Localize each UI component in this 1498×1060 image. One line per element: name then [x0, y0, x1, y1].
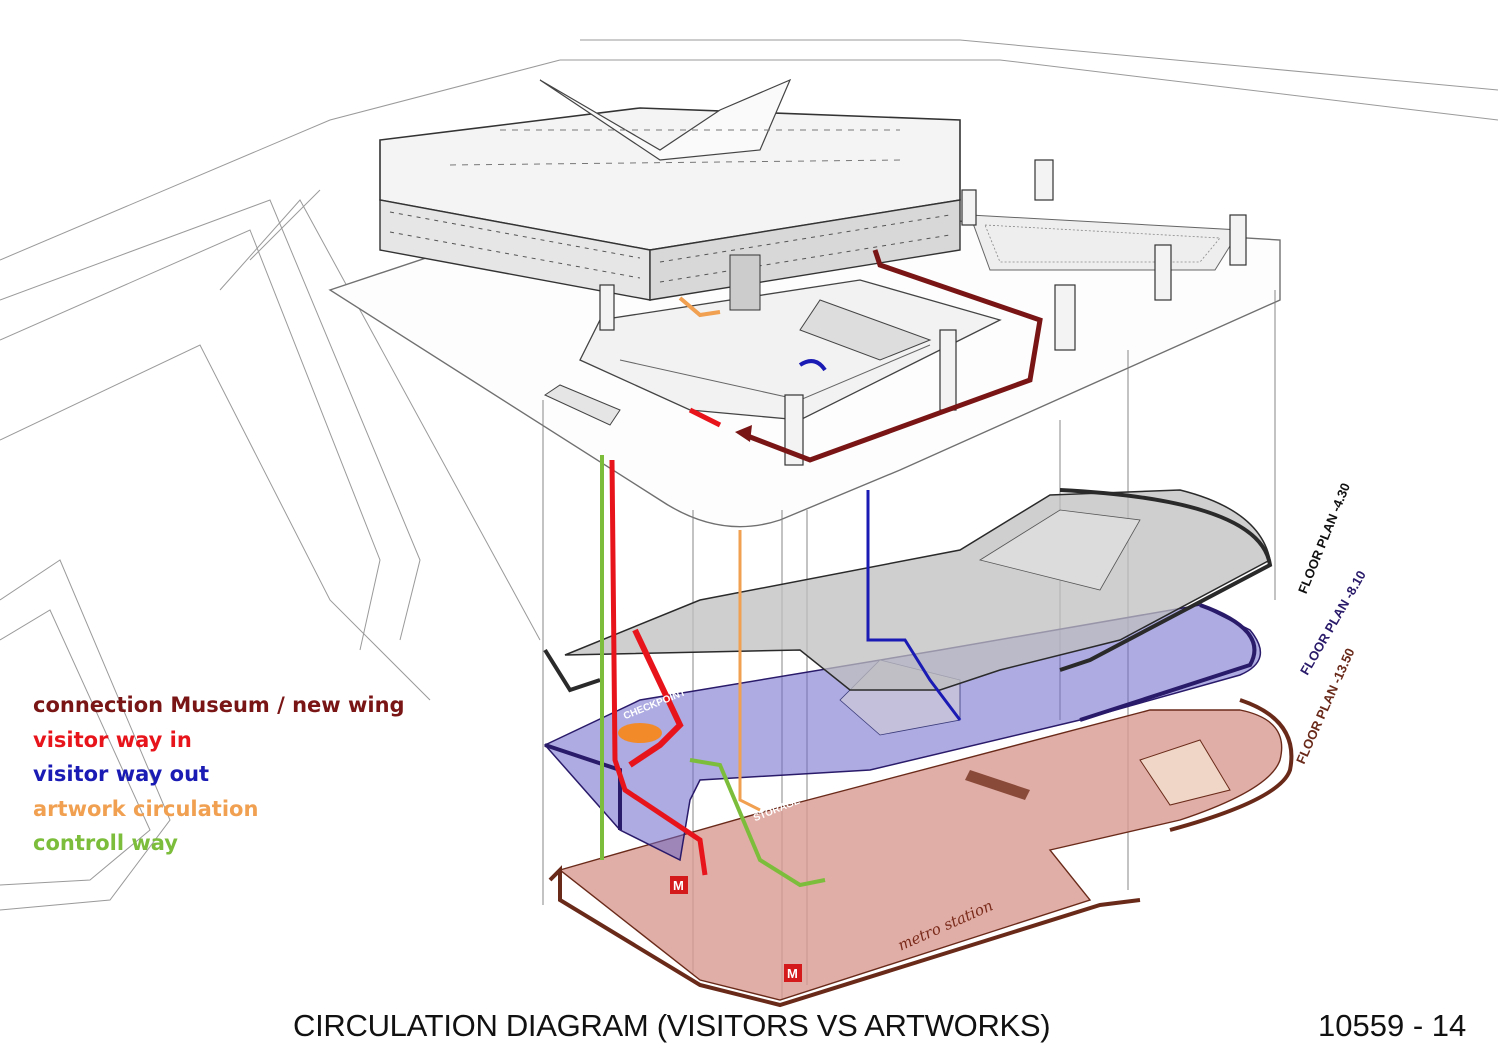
diagram-title: CIRCULATION DIAGRAM (VISITORS VS ARTWORK… [293, 1008, 1051, 1043]
sunken-courtyard [543, 254, 1002, 426]
museum-building [379, 78, 961, 301]
route-visitor-in-arrow [688, 407, 722, 428]
towers [599, 159, 1247, 466]
route-artwork-museum [678, 296, 721, 318]
checkpoint-marker [618, 723, 662, 743]
legend-connection: connection Museum / new wing [33, 693, 405, 717]
metro-icon-label-2: M [787, 966, 798, 981]
metro-icon-label-1: M [673, 878, 684, 893]
metro-icon-2 [784, 964, 802, 982]
diagram-code: 10559 - 14 [1318, 1008, 1467, 1043]
route-connection-arrowhead [735, 425, 752, 442]
route-visitor-in [609, 459, 708, 876]
route-visitor-out [866, 490, 962, 721]
metro-icon-1 [670, 876, 688, 894]
route-visitor-out-curve [798, 359, 827, 372]
legend-controll: controll way [33, 831, 178, 855]
legend-visitor-out: visitor way out [33, 762, 210, 786]
route-connection-museum [744, 249, 1043, 463]
legend-visitor-in: visitor way in [33, 727, 192, 752]
route-visitor-in-ramp [628, 628, 684, 768]
route-controll [600, 455, 826, 888]
floor-plan-13-50 [548, 698, 1294, 1008]
route-artwork [738, 530, 761, 812]
legend-artwork: artwork circulation [33, 796, 259, 821]
site-lines [0, 39, 1498, 911]
legend: connection Museum / new wing visitor way… [33, 688, 405, 861]
